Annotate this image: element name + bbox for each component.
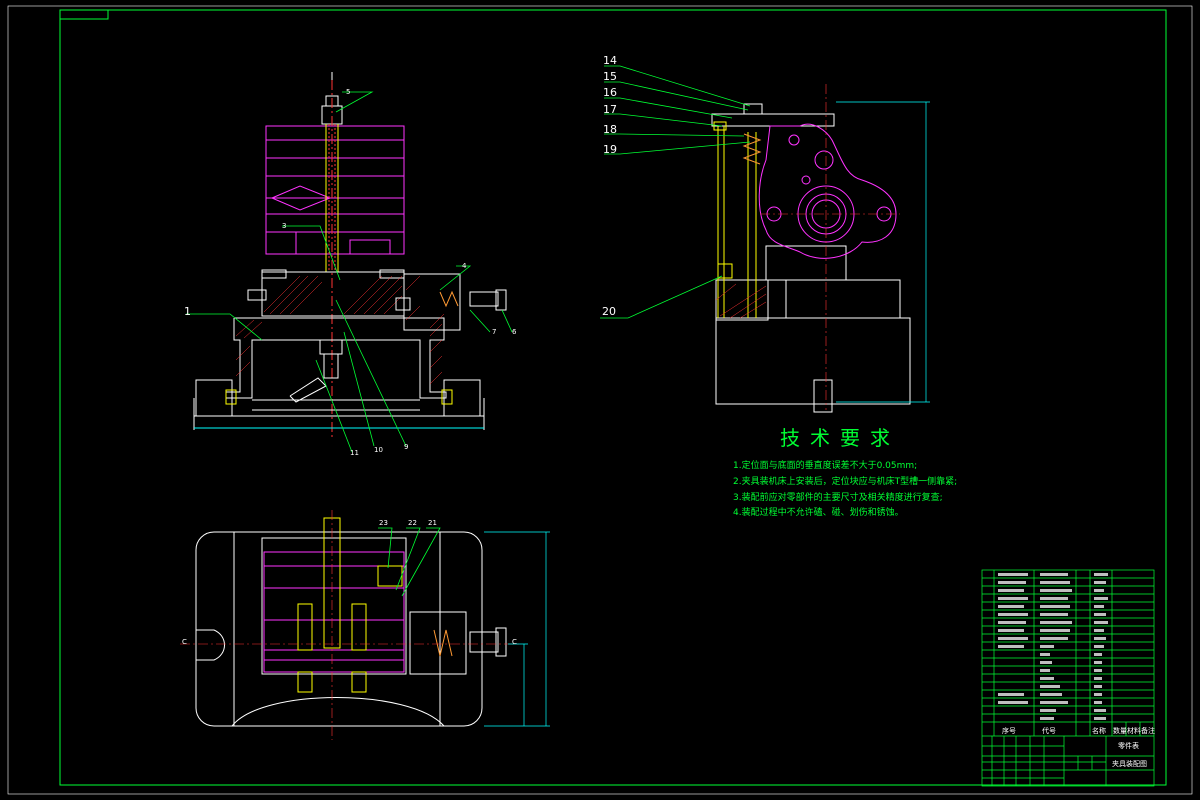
requirement-1: 1.定位面与底面的垂直度误差不大于0.05mm; bbox=[733, 461, 918, 471]
section-mark-left: C bbox=[182, 638, 187, 646]
callout-17: 17 bbox=[603, 103, 617, 116]
footer-label-quantity: 数量 bbox=[1113, 727, 1127, 735]
callout-23: 23 bbox=[379, 519, 388, 527]
side-view-leaders bbox=[600, 65, 751, 319]
callout-4: 4 bbox=[462, 262, 467, 270]
front-view-leaders bbox=[186, 91, 513, 453]
footer-label-name: 名称 bbox=[1092, 727, 1106, 735]
technical-requirements-title: 技术要求 bbox=[780, 426, 900, 450]
parts-list-heading: 零件表 bbox=[1118, 742, 1139, 750]
footer-label-remark: 备注 bbox=[1141, 727, 1155, 735]
side-view bbox=[711, 84, 930, 413]
callout-11: 11 bbox=[350, 449, 359, 457]
callout-19: 19 bbox=[603, 143, 617, 156]
callout-21: 21 bbox=[428, 519, 437, 527]
footer-label-material: 材料 bbox=[1127, 727, 1141, 735]
callout-10: 10 bbox=[374, 446, 383, 454]
callout-1: 1 bbox=[184, 305, 191, 318]
requirement-2: 2.夹具装机床上安装后，定位块应与机床T型槽一侧靠紧; bbox=[733, 477, 958, 487]
callout-15: 15 bbox=[603, 70, 617, 83]
section-mark-right: C bbox=[512, 638, 517, 646]
callout-7: 7 bbox=[492, 328, 497, 336]
title-block-fill bbox=[998, 573, 1108, 720]
requirement-3: 3.装配前应对零部件的主要尺寸及相关精度进行复查; bbox=[733, 493, 943, 503]
callout-9: 9 bbox=[404, 443, 409, 451]
callout-3: 3 bbox=[282, 222, 287, 230]
callout-18: 18 bbox=[603, 123, 617, 136]
callout-6: 6 bbox=[512, 328, 517, 336]
plan-view-leaders bbox=[378, 527, 441, 597]
title-block bbox=[981, 569, 1155, 787]
drawing-name: 夹具装配图 bbox=[1112, 760, 1147, 768]
callout-16: 16 bbox=[603, 86, 617, 99]
footer-label-index: 序号 bbox=[1002, 727, 1016, 735]
callout-22: 22 bbox=[408, 519, 417, 527]
callout-5: 5 bbox=[346, 88, 351, 96]
requirement-4: 4.装配过程中不允许磕、碰、划伤和锈蚀。 bbox=[733, 508, 904, 518]
front-view bbox=[193, 72, 507, 440]
sheet-frame bbox=[7, 5, 1193, 795]
callout-20: 20 bbox=[602, 305, 616, 318]
footer-label-code: 代号 bbox=[1042, 727, 1056, 735]
callout-14: 14 bbox=[603, 54, 617, 67]
plan-view bbox=[180, 510, 550, 740]
